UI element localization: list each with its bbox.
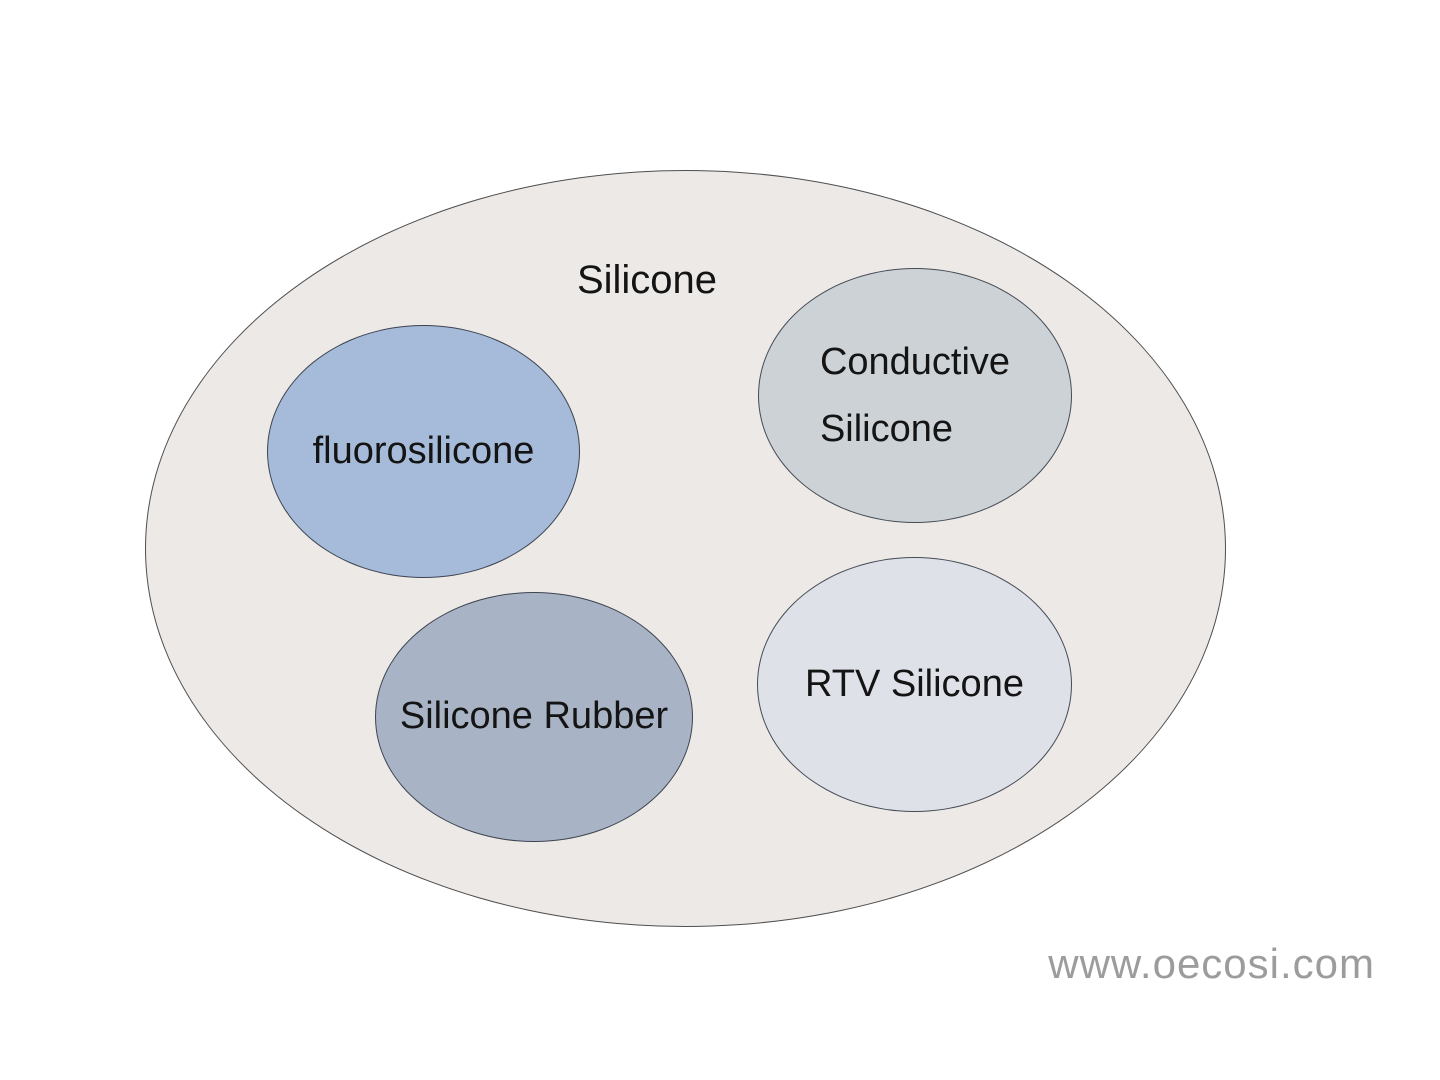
subset-label-conductive-silicone: Conductive Silicone [820, 329, 1010, 463]
subset-label-rtv-silicone: RTV Silicone [805, 662, 1024, 705]
subset-ellipse-conductive-silicone: Conductive Silicone [758, 268, 1072, 523]
subset-ellipse-rtv-silicone: RTV Silicone [757, 557, 1072, 812]
subset-label-fluorosilicone: fluorosilicone [312, 429, 535, 472]
subset-label-conductive-line2: Silicone [819, 407, 954, 450]
subset-ellipse-silicone-rubber: Silicone Rubber [375, 592, 693, 842]
watermark-text: www.oecosi.com [1048, 940, 1375, 987]
outer-set-label: Silicone [576, 258, 718, 302]
subset-label-silicone-rubber: Silicone Rubber [399, 695, 669, 738]
subset-ellipse-fluorosilicone: fluorosilicone [267, 325, 580, 578]
subset-label-conductive-line1: Conductive [819, 340, 1011, 383]
